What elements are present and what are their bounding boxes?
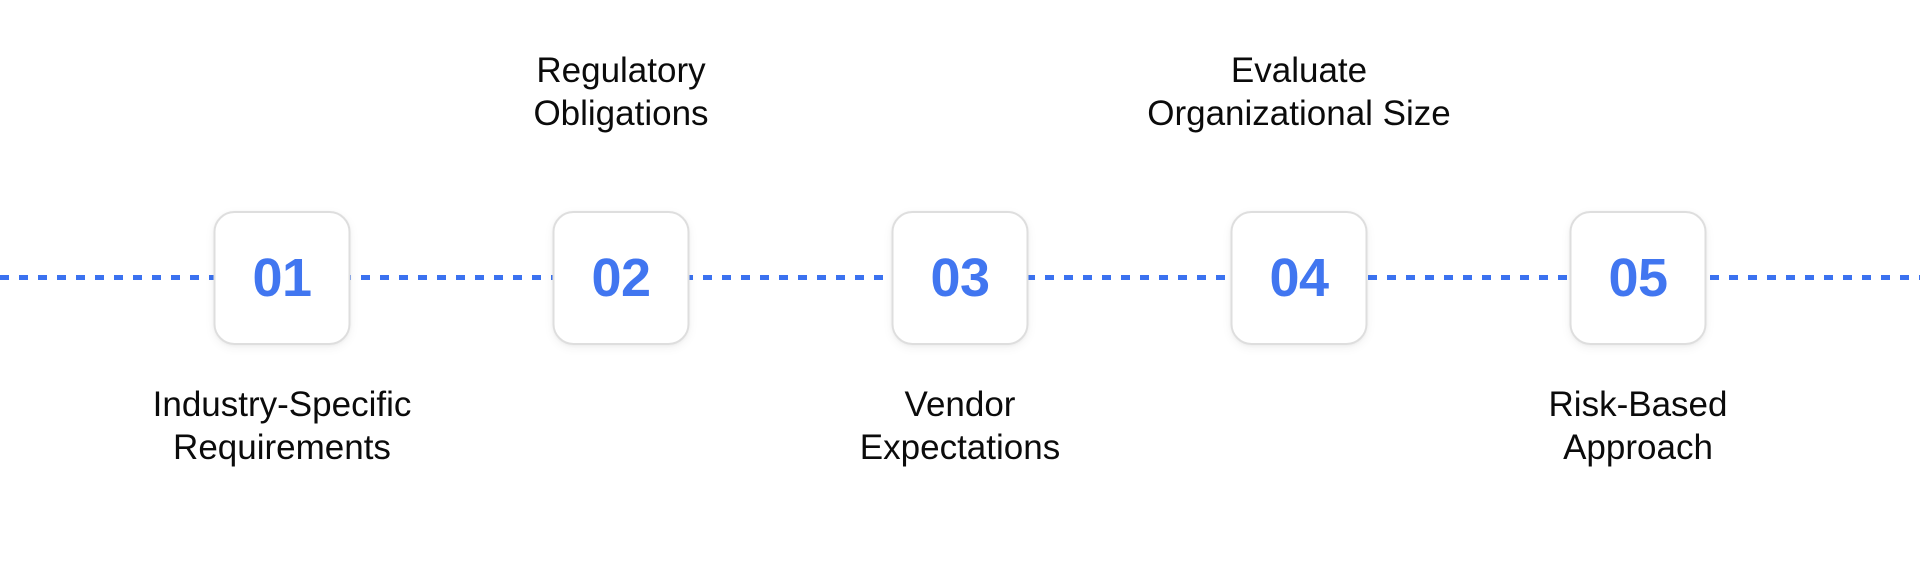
step-label: Vendor Expectations [859,385,1061,467]
step-number: 01 [252,248,312,308]
step-label: Evaluate Organizational Size [1147,51,1451,133]
step-number: 02 [591,248,651,308]
step-card[interactable]: 02 [552,211,690,345]
step-card[interactable]: 03 [891,211,1029,345]
step-label: Regulatory Obligations [533,51,709,133]
timeline-step: Regulatory Obligations 02 [451,0,791,561]
timeline-step: Evaluate Organizational Size 04 [1129,0,1469,561]
step-number: 05 [1608,248,1668,308]
step-number: 03 [930,248,990,308]
step-card[interactable]: 04 [1230,211,1368,345]
step-number: 04 [1269,248,1329,308]
timeline-step: Industry-Specific Requirements 01 [112,0,452,561]
timeline-step: Risk-Based Approach 05 [1468,0,1808,561]
step-label: Risk-Based Approach [1548,385,1728,467]
step-label: Industry-Specific Requirements [152,385,412,467]
step-card[interactable]: 01 [213,211,351,345]
step-card[interactable]: 05 [1569,211,1707,345]
timeline-step: Vendor Expectations 03 [790,0,1130,561]
